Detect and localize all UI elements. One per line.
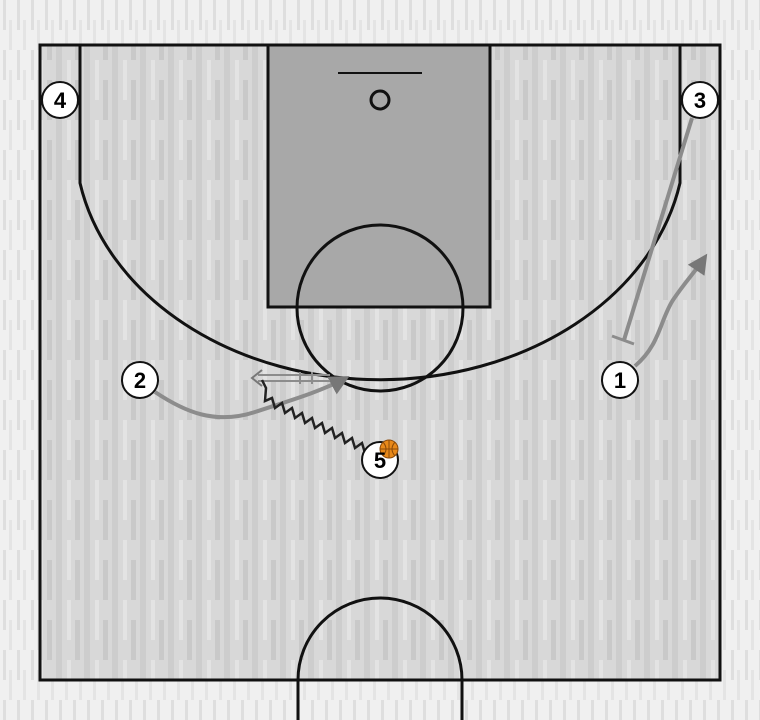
- basketball-icon: [379, 439, 399, 459]
- player-4-label: 4: [54, 88, 67, 113]
- player-5-label: 5: [374, 448, 386, 473]
- player-1-label: 1: [614, 368, 626, 393]
- player-1-marker[interactable]: 1: [601, 361, 639, 399]
- player-2-label: 2: [134, 368, 146, 393]
- player-5-marker[interactable]: 5: [361, 439, 399, 479]
- player-3-marker[interactable]: 3: [681, 81, 719, 119]
- center-circle: [296, 596, 464, 720]
- cut-path-player-1: [633, 253, 708, 368]
- player-2-marker[interactable]: 2: [121, 361, 159, 399]
- court-boundary: [38, 43, 722, 682]
- rim: [369, 89, 391, 111]
- cut-path-player-2: [153, 376, 350, 420]
- dribble-path-player-5: [260, 379, 367, 454]
- paint-area: [266, 43, 492, 309]
- dribble-handoff-path: [250, 369, 330, 387]
- free-throw-circle: [295, 223, 465, 393]
- three-point-line: [78, 45, 682, 382]
- screen-path-player-3: [622, 117, 694, 341]
- player-3-label: 3: [694, 88, 706, 113]
- screen-bar-player-3: [611, 334, 635, 346]
- player-4-marker[interactable]: 4: [41, 81, 79, 119]
